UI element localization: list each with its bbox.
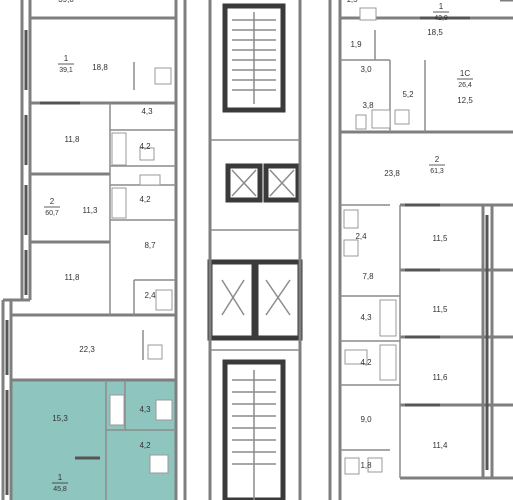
left-wing-walls — [1, 0, 187, 500]
room-area-l2: 4,3 — [141, 107, 153, 116]
central-core — [207, 0, 303, 500]
room-area-l7: 8,7 — [144, 241, 156, 250]
room-area-r5: 3,8 — [362, 101, 374, 110]
apartment-area-a1: 39,1 — [59, 67, 73, 74]
room-area-l13: 4,2 — [139, 441, 151, 450]
apartment-area-a5: 26,4 — [458, 82, 472, 89]
left-windows — [5, 30, 100, 495]
room-area-r17: 1,8 — [360, 461, 372, 470]
apartment-number-a4: 1 — [439, 2, 444, 11]
cropped-labels: 39,0 1,5 — [58, 0, 358, 4]
apartment-area-a4: 42,9 — [434, 15, 448, 22]
room-area-l12: 4,3 — [139, 405, 151, 414]
room-area-r3: 3,0 — [360, 65, 372, 74]
room-area-r15: 9,0 — [360, 415, 372, 424]
apartment-number-a2: 2 — [50, 197, 55, 206]
right-fixtures — [343, 7, 410, 475]
apartment-number-a3: 1 — [58, 473, 63, 482]
room-area-r13: 4,2 — [360, 358, 372, 367]
room-area-r16: 11,4 — [433, 441, 449, 450]
room-area-l8: 11,8 — [65, 273, 81, 282]
room-area-r9: 11,5 — [433, 234, 449, 243]
cropped-label-c2: 1,5 — [346, 0, 358, 4]
left-fixtures — [109, 67, 173, 474]
room-area-r1: 18,5 — [427, 28, 443, 37]
room-area-l3: 11,8 — [65, 135, 81, 144]
room-area-l11: 15,3 — [52, 414, 68, 423]
highlighted-apartment[interactable] — [11, 380, 176, 500]
room-area-l5: 4,2 — [139, 195, 151, 204]
room-area-r14: 11,6 — [433, 373, 449, 382]
room-area-r6: 12,5 — [457, 96, 473, 105]
room-area-r10: 7,8 — [362, 272, 374, 281]
room-area-l4: 4,2 — [139, 142, 151, 151]
room-area-r4: 5,2 — [402, 90, 414, 99]
apartment-number-a5: 1С — [460, 69, 470, 78]
apartment-labels: 1 39,1 2 60,7 1 45,8 1 42,9 1С 26,4 2 61,3 — [44, 2, 473, 493]
room-area-r11: 11,5 — [433, 305, 449, 314]
apartment-area-a3: 45,8 — [53, 486, 67, 493]
room-area-l10: 22,3 — [79, 345, 95, 354]
room-area-r12: 4,3 — [360, 313, 372, 322]
room-area-r2: 1,9 — [350, 40, 362, 49]
room-area-r8: 2,4 — [355, 232, 367, 241]
room-area-l1: 18,8 — [92, 63, 108, 72]
right-windows — [405, 16, 489, 470]
room-area-labels: 18,84,311,84,24,211,38,711,82,422,315,34… — [52, 28, 473, 470]
apartment-number-a1: 1 — [64, 54, 69, 63]
room-area-r7: 23,8 — [384, 169, 400, 178]
apartment-area-a2: 60,7 — [45, 210, 59, 217]
room-area-l6: 11,3 — [83, 206, 99, 215]
room-area-l9: 2,4 — [144, 291, 156, 300]
apartment-number-a6: 2 — [435, 155, 440, 164]
apartment-area-a6: 61,3 — [430, 168, 444, 175]
cropped-label-c1: 39,0 — [58, 0, 74, 4]
